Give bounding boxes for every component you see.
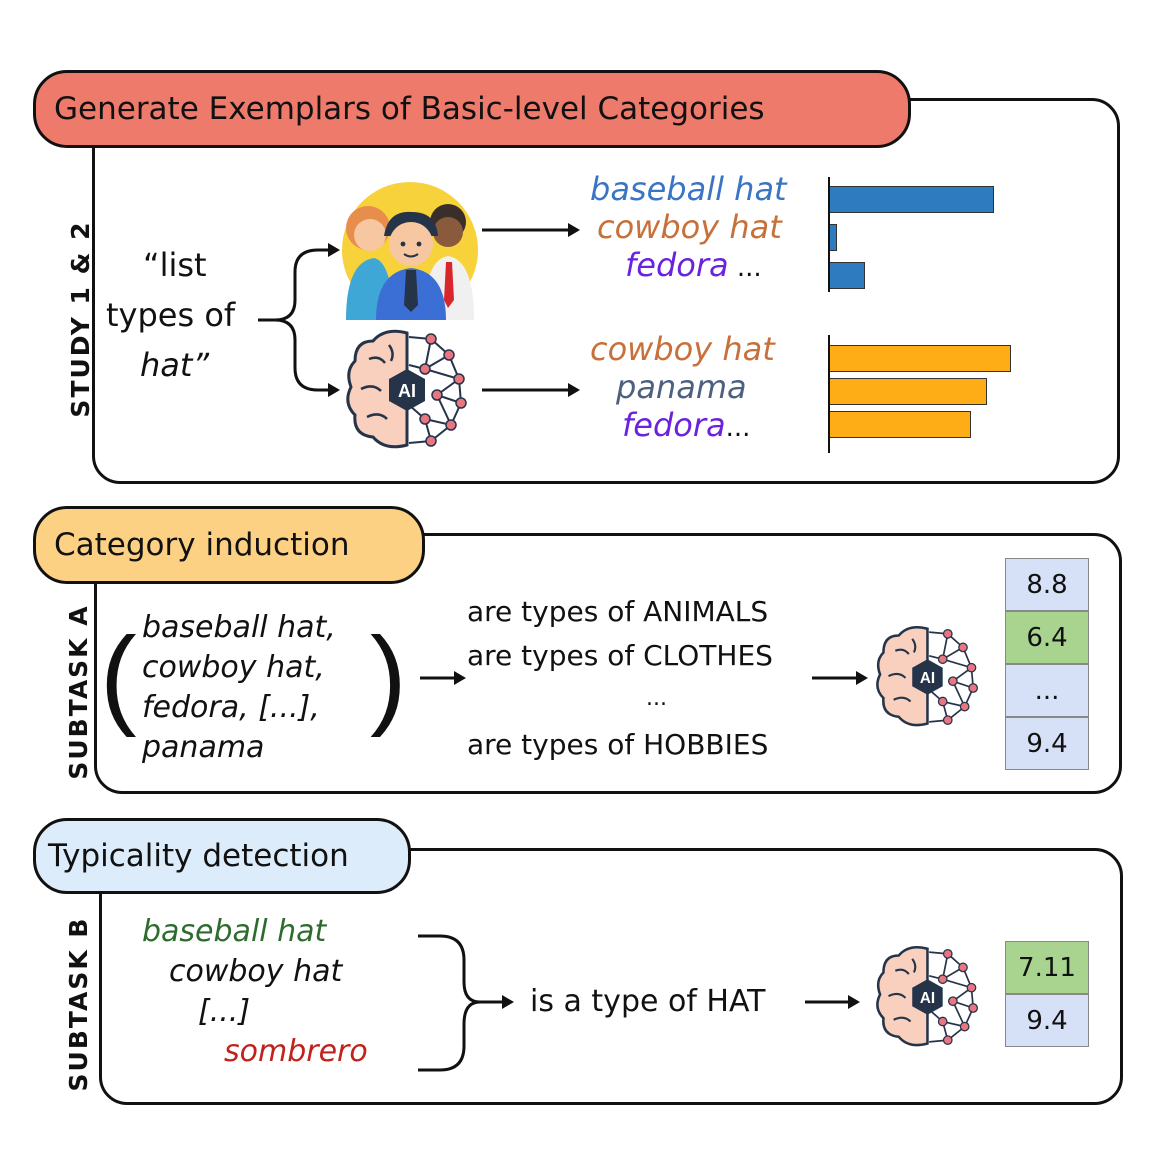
subtask-a-statement-3: ... — [646, 686, 667, 711]
ai-bar-axis — [828, 335, 830, 453]
score-cell: 9.4 — [1005, 717, 1089, 770]
subtask-b-title-pill: Typicality detection — [33, 818, 411, 894]
prompt-line-2: types of — [106, 296, 236, 334]
subtask-b-item-2: cowboy hat — [169, 954, 343, 989]
subtask-b-item-3: [...] — [198, 994, 251, 1029]
subtask-a-item-2: cowboy hat, — [142, 650, 325, 685]
human-item-2: cowboy hat — [597, 208, 782, 246]
ai-badge: AI — [920, 990, 935, 1007]
score-cell: 9.4 — [1005, 994, 1089, 1047]
human-item-3: fedora ... — [625, 246, 762, 284]
subtask-a-title: Category induction — [54, 527, 350, 563]
right-paren: ) — [370, 615, 407, 738]
humans-icon — [342, 182, 478, 320]
subtask-a-statement-1: are types of ANIMALS — [467, 595, 769, 628]
subtask-b-item-1: baseball hat — [142, 914, 327, 949]
ai-badge: AI — [398, 381, 416, 401]
score-cell: 8.8 — [1005, 558, 1089, 611]
subtask-b-title: Typicality detection — [48, 838, 349, 874]
ai-brain-icon: AI — [876, 626, 979, 727]
left-paren: ( — [100, 615, 137, 738]
human-item-1: baseball hat — [590, 170, 787, 208]
score-cell: 7.11 — [1005, 941, 1089, 994]
score-cell: 6.4 — [1005, 611, 1089, 664]
ai-brain-icon: AI — [346, 329, 467, 449]
ai-badge: AI — [920, 670, 935, 687]
subtask-a-statement-4: are types of HOBBIES — [467, 728, 769, 761]
ai-bar — [829, 345, 1011, 372]
prompt-line-3: hat” — [140, 346, 210, 384]
prompt-line-1: “list — [143, 246, 207, 284]
study-title-pill: Generate Exemplars of Basic-level Catego… — [33, 70, 911, 148]
subtask-a-title-pill: Category induction — [33, 506, 425, 584]
human-bar — [829, 262, 865, 289]
ai-bar — [829, 411, 971, 438]
subtask-a-panel — [94, 533, 1122, 794]
subtask-a-item-1: baseball hat, — [142, 610, 336, 645]
subtask-b-item-4: sombrero — [224, 1034, 368, 1069]
human-bar-axis — [828, 177, 830, 292]
subtask-a-item-3: fedora, [...], — [142, 690, 320, 725]
subtask-a-statement-2: are types of CLOTHES — [467, 639, 773, 672]
human-bar — [829, 186, 994, 213]
subtask-a-item-4: panama — [142, 730, 265, 765]
ai-item-1: cowboy hat — [590, 330, 775, 368]
ai-item-2: panama — [616, 368, 747, 406]
ai-bar — [829, 378, 987, 405]
score-cell: ... — [1005, 664, 1089, 717]
ai-item-3: fedora... — [622, 406, 751, 444]
ai-brain-icon: AI — [876, 946, 979, 1047]
subtask-b-statement: is a type of HAT — [530, 984, 766, 1019]
study-title: Generate Exemplars of Basic-level Catego… — [54, 91, 765, 127]
